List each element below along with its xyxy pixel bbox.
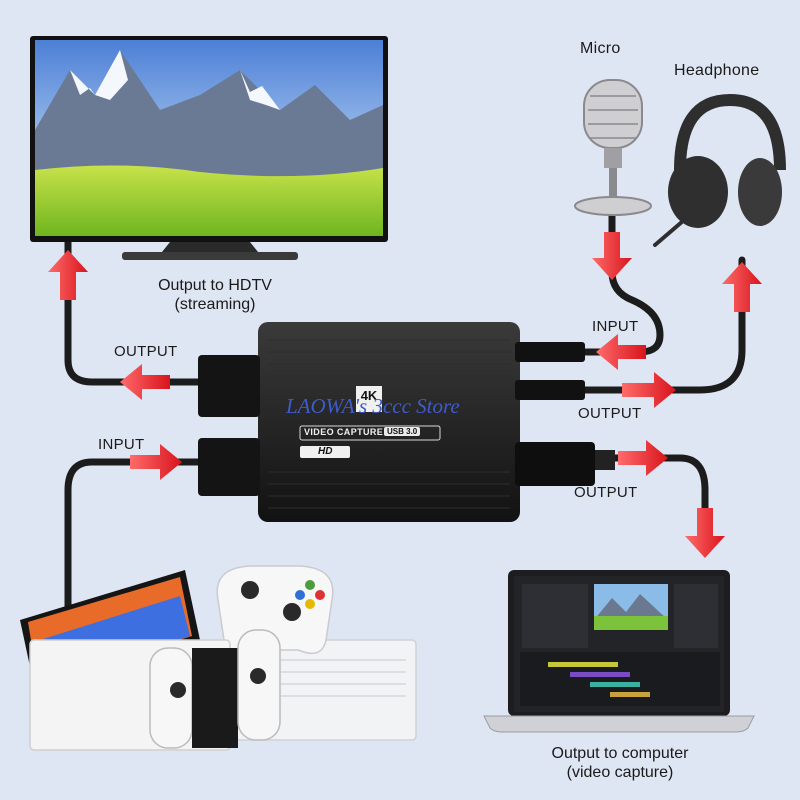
hdtv-caption: Output to HDTV (streaming) (140, 276, 290, 314)
usb-output-label: OUTPUT (574, 484, 638, 501)
device-badge: 4K (360, 388, 378, 403)
arrows (48, 232, 762, 558)
device-hd: HD (318, 446, 333, 457)
audio-output-label: OUTPUT (578, 405, 642, 422)
cable-headphone (516, 256, 746, 394)
arrow-left-hdmi-out (120, 364, 170, 400)
hdtv-caption-line1: Output to HDTV (158, 277, 272, 294)
arrow-right-usb (618, 440, 668, 476)
cable-console (64, 458, 204, 614)
arrow-right-audio (622, 372, 676, 408)
micro-label: Micro (580, 40, 621, 57)
headphone-illustration (653, 93, 786, 247)
arrow-down-usb (685, 508, 725, 558)
hdtv-caption-line2: (streaming) (174, 296, 256, 313)
hdtv-illustration (30, 36, 388, 260)
cables (64, 211, 746, 614)
hdmi-input-label: INPUT (98, 436, 145, 453)
computer-caption-line1: Output to computer (551, 745, 689, 762)
cable-hdtv (64, 236, 204, 386)
capture-device (198, 322, 615, 522)
console-illustration (20, 565, 417, 751)
computer-caption-line2: (video capture) (566, 764, 674, 781)
computer-caption: Output to computer (video capture) (520, 744, 720, 782)
microphone-illustration (574, 79, 652, 216)
arrow-up-hdtv (48, 250, 88, 300)
arrow-up-headphone (722, 262, 762, 312)
arrow-down-mic (592, 232, 632, 280)
hdmi-output-label: OUTPUT (114, 343, 178, 360)
device-usb: USB 3.0 (384, 427, 421, 436)
arrow-left-mic (596, 334, 646, 370)
cable-usb (594, 454, 709, 544)
device-model: VIDEO CAPTURE (304, 427, 384, 437)
mic-input-label: INPUT (592, 318, 639, 335)
laptop-illustration (483, 570, 755, 733)
cable-mic (516, 211, 664, 356)
headphone-label: Headphone (674, 62, 760, 79)
watermark: LAOWA's 3ccc Store (286, 394, 460, 418)
arrow-right-hdmi-in (130, 444, 182, 480)
